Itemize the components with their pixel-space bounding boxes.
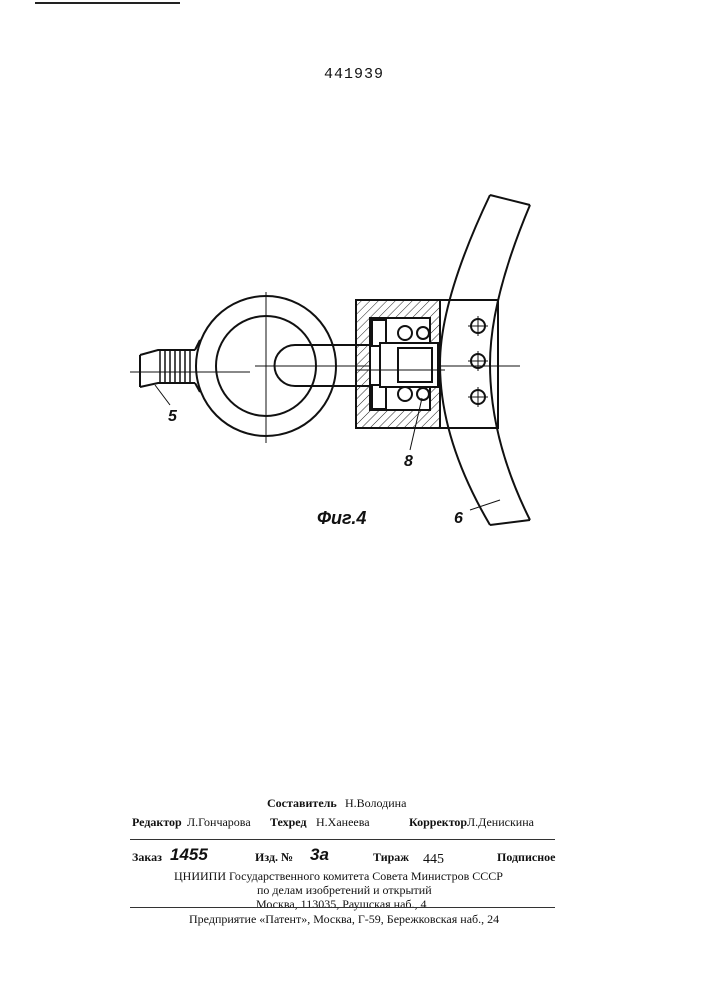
bearing-housing [355, 300, 445, 428]
org-line-1: ЦНИИПИ Государственного комитета Совета … [174, 869, 503, 884]
edition-label: Изд. № [255, 850, 293, 865]
divider-bottom [130, 907, 555, 908]
order-number: 1455 [170, 845, 208, 865]
corrector-name: Л.Денискина [467, 815, 534, 830]
label-part-6: 6 [454, 510, 463, 528]
subscription-note: Подписное [497, 850, 555, 865]
figure-caption: Фиг.4 [317, 508, 366, 529]
label-part-5: 5 [168, 408, 177, 426]
eye-ring [195, 292, 336, 443]
org-line-2: по делам изобретений и открытий [257, 883, 432, 898]
printer-line: Предприятие «Патент», Москва, Г-59, Бере… [189, 912, 499, 927]
label-part-8: 8 [404, 453, 413, 471]
run-label: Тираж [373, 850, 409, 865]
techred-name: Н.Ханеева [316, 815, 370, 830]
handle-rod [130, 350, 250, 387]
divider-top [130, 839, 555, 840]
order-label: Заказ [132, 850, 162, 865]
run-value: 445 [423, 852, 444, 868]
edition-number: 3а [310, 845, 329, 865]
leader-5 [155, 385, 170, 405]
compiler-name: Н.Володина [345, 796, 406, 811]
editor-label: Редактор [132, 815, 182, 830]
editor-name: Л.Гончарова [187, 815, 251, 830]
corrector-label: Корректор [409, 815, 467, 830]
techred-label: Техред [270, 815, 307, 830]
leader-6 [470, 500, 500, 510]
org-line-3: Москва, 113035, Раушская наб., 4 [256, 897, 427, 912]
compiler-label: Составитель [267, 796, 337, 811]
